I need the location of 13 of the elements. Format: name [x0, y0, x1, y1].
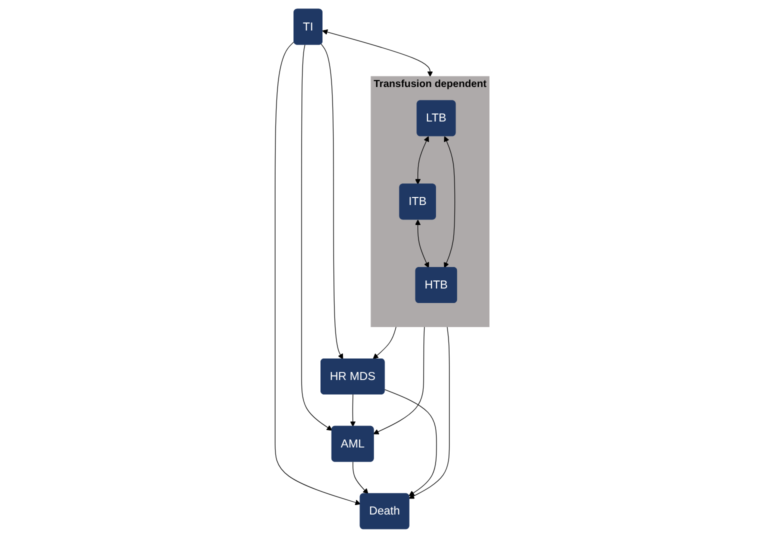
arrow [415, 136, 430, 185]
arrow [322, 29, 434, 77]
arrow [415, 220, 430, 268]
arrow [373, 326, 397, 360]
arrow [350, 394, 356, 427]
arrow [444, 136, 456, 268]
arrow [321, 44, 344, 360]
arrow [384, 389, 438, 496]
arrow [302, 44, 333, 431]
arrow [352, 461, 369, 494]
arrow [374, 326, 426, 434]
arrow [275, 41, 362, 506]
arrow [409, 326, 450, 499]
